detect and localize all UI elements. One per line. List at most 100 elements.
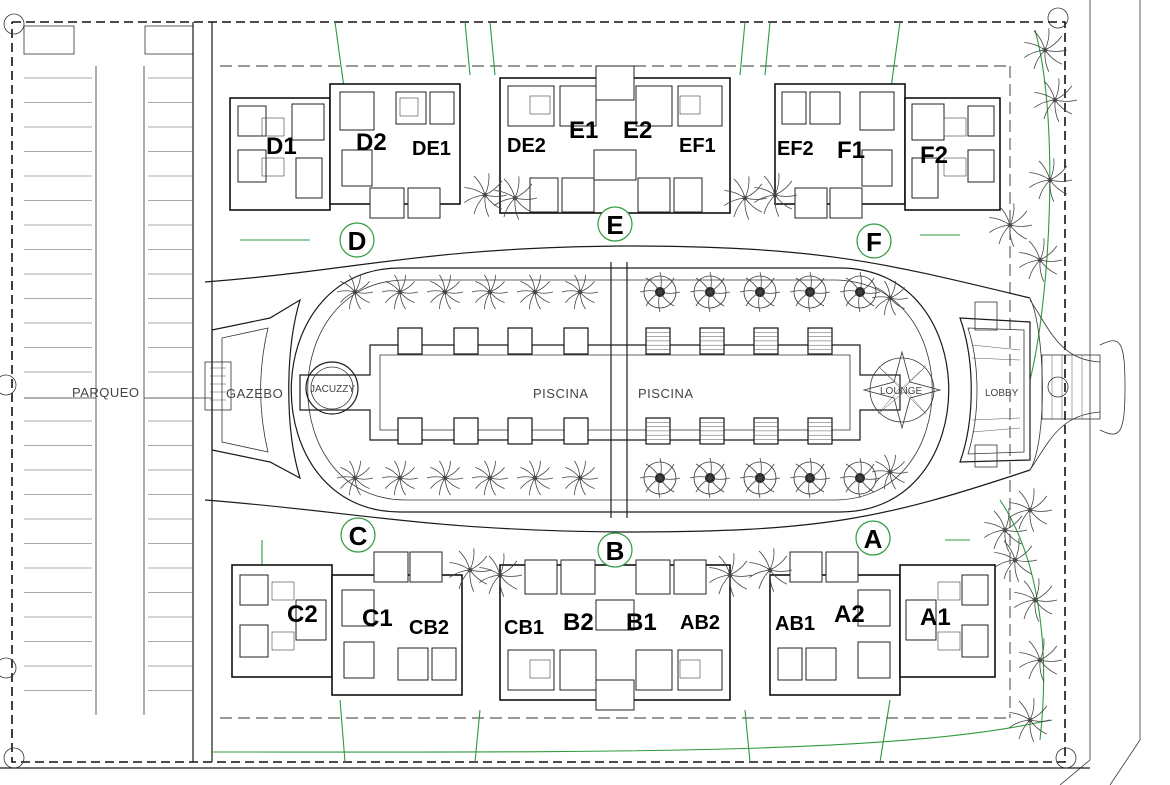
palm-frond <box>520 467 536 479</box>
unit-label-cb2: CB2 <box>409 617 449 639</box>
palm-frond <box>439 477 446 496</box>
palm-frond <box>484 291 491 310</box>
planter <box>693 461 727 495</box>
palm-tree <box>984 508 1028 552</box>
palm-frond <box>1054 99 1060 122</box>
lounge-compass: LOUNGE <box>862 350 942 430</box>
palm-frond <box>426 476 446 479</box>
palm-frond <box>473 194 486 215</box>
jacuzzi-label: JACUZZY <box>310 384 355 395</box>
palm-frond <box>394 477 401 496</box>
palm-trunk <box>352 289 358 295</box>
palm-frond <box>1039 259 1063 262</box>
palm-frond <box>1014 559 1020 582</box>
palm-tree <box>336 460 374 496</box>
palm-trunk <box>532 475 538 481</box>
palm-frond <box>889 454 896 473</box>
palm-frond <box>1003 559 1016 580</box>
lounger <box>453 327 479 355</box>
palm-frond <box>381 290 401 293</box>
lounger <box>507 417 533 445</box>
palm-trunk <box>532 289 538 295</box>
palm-frond <box>1009 712 1031 721</box>
palm-frond <box>1014 559 1038 562</box>
palm-frond <box>385 291 401 303</box>
lounger <box>453 417 479 445</box>
parking-stalls-right <box>148 77 193 691</box>
palm-trunk <box>772 192 778 198</box>
palm-frond <box>444 291 460 303</box>
palm-trunk <box>1037 257 1043 263</box>
palm-trunk <box>1032 597 1038 603</box>
palm-tree <box>381 274 419 310</box>
palm-frond <box>565 467 581 479</box>
palm-frond <box>579 477 599 480</box>
palm-frond <box>1014 559 1033 575</box>
palm-frond <box>875 287 891 299</box>
palm-frond <box>1029 488 1035 511</box>
palm-frond <box>754 187 776 196</box>
gazebo-label: GAZEBO <box>226 386 283 401</box>
unit-label-b2: B2 <box>563 609 594 636</box>
palm-trunk <box>807 289 813 295</box>
palm-frond <box>561 476 581 479</box>
palm-trunk <box>1047 177 1053 183</box>
palm-frond <box>399 291 419 294</box>
palm-trunk <box>707 475 713 481</box>
palm-frond <box>1038 179 1051 200</box>
building-label-a: A <box>864 524 883 554</box>
palm-trunk <box>482 192 488 198</box>
palm-frond <box>1024 42 1046 51</box>
unit-label-f1: F1 <box>837 137 865 164</box>
palm-frond <box>399 274 406 293</box>
building-marker-c-circle <box>340 517 376 553</box>
palm-trunk <box>857 289 863 295</box>
planter <box>643 275 677 309</box>
palm-frond <box>489 477 505 489</box>
palm-frond <box>1044 49 1063 65</box>
palm-frond <box>444 460 451 479</box>
palm-frond <box>579 477 595 489</box>
palm-frond <box>1009 224 1033 227</box>
planter <box>843 461 877 495</box>
palm-tree <box>1034 78 1078 122</box>
palm-frond <box>574 477 581 496</box>
unit-label-ab1: AB1 <box>775 613 815 635</box>
palm-trunk <box>1042 47 1048 53</box>
palm-frond <box>469 569 488 585</box>
palm-frond <box>561 290 581 293</box>
palm-frond <box>1028 259 1041 280</box>
parking-lot: PARQUEO <box>23 22 213 762</box>
palm-frond <box>354 460 361 479</box>
building-label-d: D <box>348 226 367 256</box>
palm-tree <box>1029 158 1073 202</box>
palm-frond <box>758 569 771 590</box>
palm-frond <box>574 291 581 310</box>
palm-frond <box>484 173 490 196</box>
palm-frond <box>565 291 581 303</box>
palm-frond <box>534 281 550 293</box>
palm-frond <box>1009 224 1028 240</box>
palm-frond <box>444 477 460 489</box>
lobby: LOBBY <box>959 299 1126 471</box>
lounge-label: LOUNGE <box>880 386 923 397</box>
palm-frond <box>516 290 536 293</box>
palm-tree <box>1014 578 1058 622</box>
palm-frond <box>1019 252 1041 261</box>
parking-label: PARQUEO <box>72 385 140 400</box>
unit-label-ab2: AB2 <box>680 612 720 634</box>
unit-label-de2: DE2 <box>507 135 546 157</box>
unit-label-a2: A2 <box>834 601 865 628</box>
building-marker-b-circle <box>597 532 633 568</box>
building-label-c: C <box>349 521 368 551</box>
palm-trunk <box>487 289 493 295</box>
palm-frond <box>1029 698 1035 721</box>
site-boundary <box>0 0 1141 785</box>
palm-frond <box>579 467 595 479</box>
palm-frond <box>1018 719 1031 740</box>
building-f <box>774 83 1001 219</box>
palm-tree <box>464 173 508 217</box>
palm-trunk <box>887 295 893 301</box>
palm-frond <box>1034 599 1058 602</box>
